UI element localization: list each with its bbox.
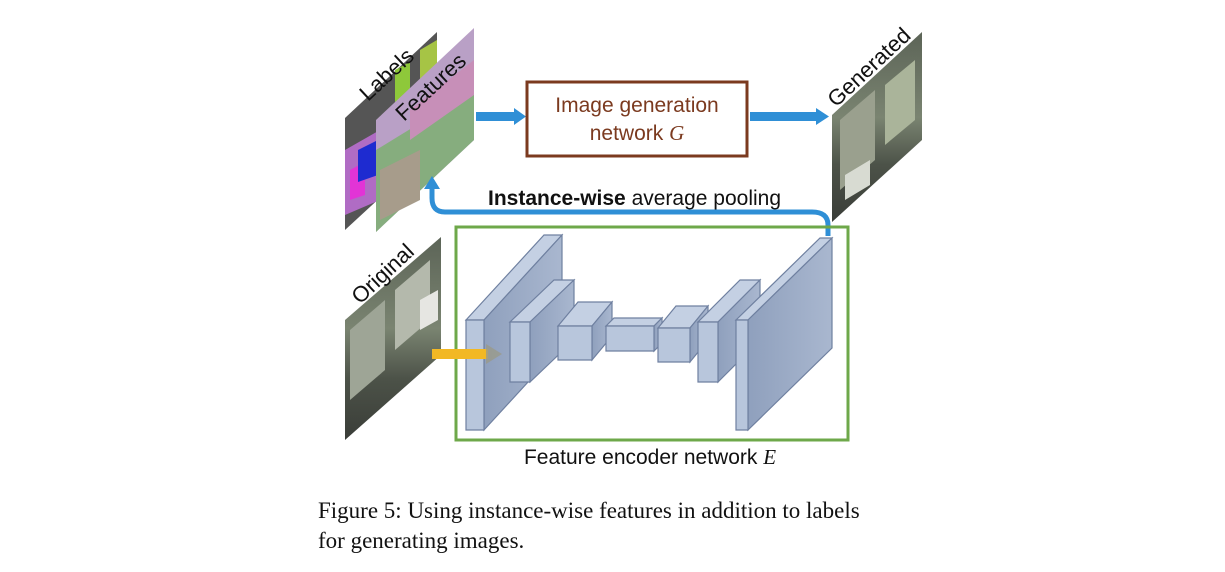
caption-line-1: Figure 5: Using instance-wise features i… <box>318 498 860 523</box>
caption-line-2: for generating images. <box>318 528 525 553</box>
generator-symbol: G <box>669 121 684 145</box>
pooling-label: Instance-wise average pooling <box>488 187 781 210</box>
encoder-block-4 <box>604 317 664 327</box>
encoder-prefix: Feature encoder network <box>524 446 763 469</box>
figure-caption: Figure 5: Using instance-wise features i… <box>318 496 978 556</box>
original-to-encoder-arrow <box>432 344 502 364</box>
generator-line1: Image generation <box>555 94 718 117</box>
encoder-symbol: E <box>762 445 776 469</box>
pooling-arrow-head <box>424 176 440 189</box>
encoder-box <box>454 225 850 442</box>
generator-box: Image generation network G <box>525 80 749 158</box>
generator-line2: network G <box>590 121 685 145</box>
encoder-label: Feature encoder network E <box>524 445 776 469</box>
pooling-rest: average pooling <box>626 187 781 210</box>
features-to-generator-arrow <box>476 108 526 125</box>
generated-image <box>832 32 922 222</box>
pooling-bold: Instance-wise <box>488 187 626 210</box>
features-map-image <box>376 28 474 232</box>
generator-to-generated-arrow <box>750 108 829 125</box>
original-image <box>345 237 441 440</box>
pooling-feedback-arrow <box>429 186 831 236</box>
generator-line2-prefix: network <box>590 122 669 145</box>
encoder-blocks <box>464 233 834 432</box>
